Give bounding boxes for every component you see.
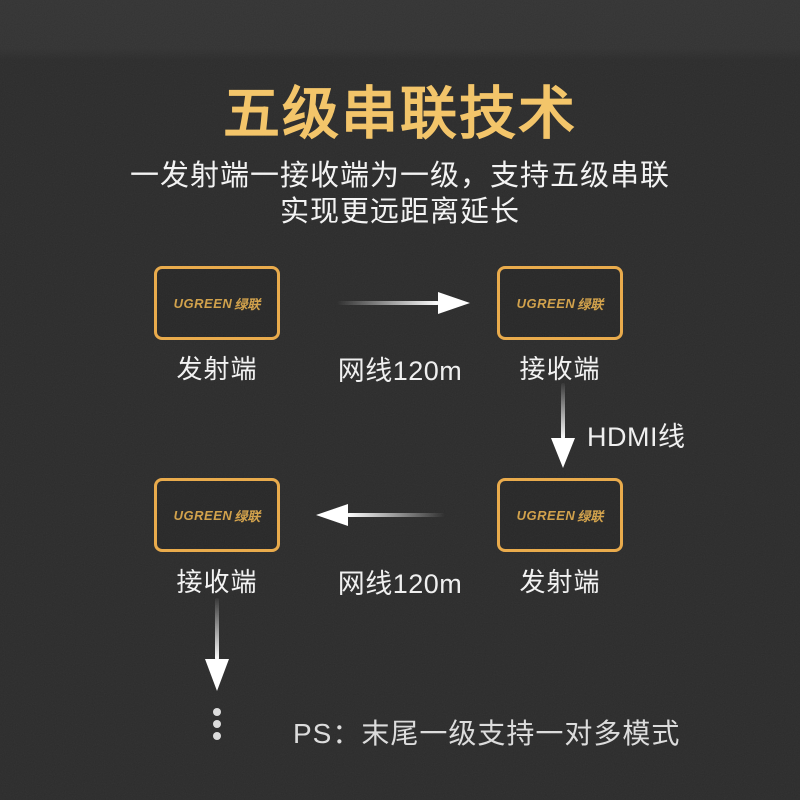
ugreen-logo-text: UGREEN	[173, 507, 233, 523]
arrow-right-icon	[438, 292, 470, 314]
page-subtitle: 一发射端一接收端为一级，支持五级串联 实现更远距离延长	[0, 158, 800, 230]
ugreen-logo: UGREEN 绿联	[174, 506, 261, 525]
arrow-down-icon	[551, 438, 575, 468]
ellipsis-dot	[213, 720, 221, 728]
page-title: 五级串联技术	[223, 82, 577, 146]
receiver-label-stage1: 接收端	[519, 354, 601, 384]
ugreen-logo: UGREEN 绿联	[174, 294, 261, 313]
cable-label-stage1: 网线120m	[337, 356, 463, 386]
ugreen-logo-chinese: 绿联	[234, 296, 261, 312]
hdmi-cable-label: HDMI线	[587, 422, 686, 452]
arrow-left-shaft	[347, 513, 445, 517]
ugreen-logo-chinese: 绿联	[577, 508, 604, 524]
receiver-box-stage2: UGREEN 绿联	[154, 478, 280, 552]
ugreen-logo-text: UGREEN	[516, 295, 576, 311]
ugreen-logo: UGREEN 绿联	[517, 294, 604, 313]
ellipsis-dot	[213, 708, 221, 716]
transmitter-box-stage2: UGREEN 绿联	[497, 478, 623, 552]
ugreen-logo: UGREEN 绿联	[517, 506, 604, 525]
arrow-down-shaft	[561, 383, 565, 439]
subtitle-line-2: 实现更远距离延长	[279, 196, 520, 228]
transmitter-label-stage2: 发射端	[519, 567, 601, 597]
receiver-label-stage2: 接收端	[176, 567, 258, 597]
receiver-box-stage1: UGREEN 绿联	[497, 266, 623, 340]
transmitter-label-stage1: 发射端	[176, 354, 258, 384]
ugreen-logo-text: UGREEN	[173, 295, 233, 311]
ellipsis-dot	[213, 732, 221, 740]
ugreen-logo-text: UGREEN	[516, 507, 576, 523]
ugreen-logo-chinese: 绿联	[577, 296, 604, 312]
ugreen-logo-chinese: 绿联	[234, 508, 261, 524]
ps-note: PS：末尾一级支持一对多模式	[293, 718, 681, 749]
arrow-down-icon	[205, 659, 229, 691]
subtitle-line-1: 一发射端一接收端为一级，支持五级串联	[129, 160, 670, 192]
transmitter-box-stage1: UGREEN 绿联	[154, 266, 280, 340]
cable-label-stage2: 网线120m	[337, 569, 463, 599]
arrow-down-shaft	[215, 598, 219, 660]
arrow-right-shaft	[337, 301, 439, 305]
arrow-left-icon	[316, 504, 348, 526]
